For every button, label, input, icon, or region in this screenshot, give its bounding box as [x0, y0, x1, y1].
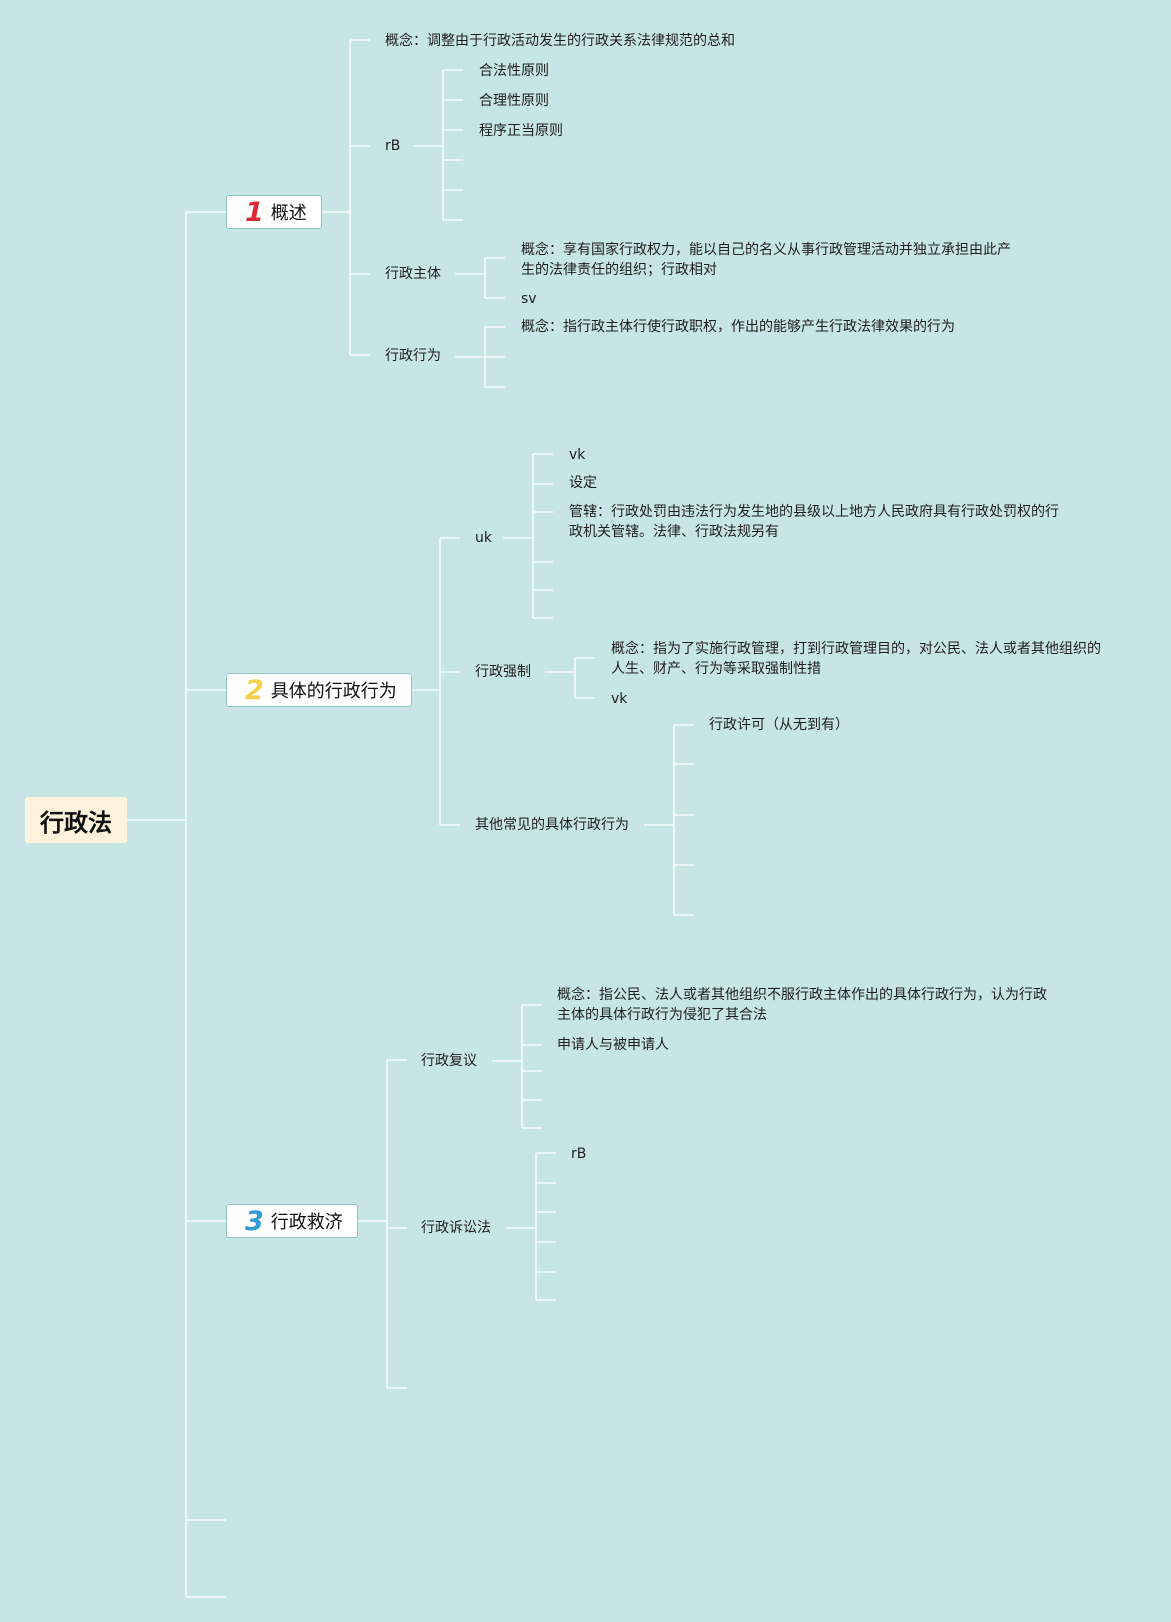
node-principle-due-process[interactable]: 程序正当原则 — [479, 123, 563, 139]
topic-concrete-acts[interactable]: 2 具体的行政行为 — [226, 673, 412, 707]
connector-root — [127, 211, 226, 1598]
node-admin-subject[interactable]: 行政主体 — [385, 266, 441, 282]
node-principle-legality[interactable]: 合法性原则 — [479, 63, 549, 79]
connector-subject — [455, 257, 505, 299]
topic-number-3: 3 — [245, 1205, 264, 1237]
connector-act — [455, 326, 505, 388]
node-review-concept[interactable]: 概念：指公民、法人或者其他组织不服行政主体作出的具体行政行为，认为行政主体的具体… — [557, 987, 1047, 1023]
node-admin-act[interactable]: 行政行为 — [385, 348, 441, 364]
connector-topic2 — [410, 537, 460, 826]
topic-label: 概述 — [270, 203, 307, 224]
connector-penalty — [503, 453, 553, 619]
node-subject-extra[interactable]: sv — [521, 291, 537, 307]
node-penalty-item-1[interactable]: vk — [569, 447, 586, 463]
topic-remedy[interactable]: 3 行政救济 — [226, 1204, 358, 1238]
topic-overview[interactable]: 1 概述 — [226, 195, 322, 229]
connector-topic1 — [320, 39, 370, 356]
node-penalty-setting[interactable]: 设定 — [569, 475, 597, 491]
connector-principles — [413, 69, 463, 221]
root-label: 行政法 — [40, 808, 112, 837]
node-review-parties[interactable]: 申请人与被申请人 — [557, 1037, 669, 1053]
node-other-acts[interactable]: 其他常见的具体行政行为 — [475, 817, 629, 833]
node-penalty[interactable]: uk — [475, 530, 492, 546]
node-litigation-item-1[interactable]: rB — [571, 1146, 587, 1162]
node-coercion-concept[interactable]: 概念：指为了实施行政管理，打到行政管理目的，对公民、法人或者其他组织的人生、财产… — [611, 641, 1101, 677]
node-review[interactable]: 行政复议 — [421, 1053, 477, 1069]
root-node[interactable]: 行政法 — [25, 797, 127, 843]
node-litigation[interactable]: 行政诉讼法 — [421, 1220, 491, 1236]
node-coercion[interactable]: 行政强制 — [475, 664, 531, 680]
connector-coercion — [545, 657, 595, 699]
node-coercion-extra[interactable]: vk — [611, 691, 628, 707]
connector-others — [644, 724, 694, 916]
node-principle-reasonableness[interactable]: 合理性原则 — [479, 93, 549, 109]
topic-label: 行政救济 — [270, 1212, 343, 1233]
node-principles[interactable]: rB — [385, 138, 401, 154]
connector-topic3 — [357, 1059, 407, 1389]
connector-litigation — [506, 1152, 556, 1301]
node-act-concept[interactable]: 概念：指行政主体行使行政职权，作出的能够产生行政法律效果的行为 — [521, 319, 955, 335]
node-penalty-jurisdiction[interactable]: 管辖：行政处罚由违法行为发生地的县级以上地方人民政府具有行政处罚权的行政机关管辖… — [569, 504, 1059, 540]
topic-number-1: 1 — [245, 196, 264, 228]
connector-review — [492, 1004, 542, 1129]
node-overview-concept[interactable]: 概念：调整由于行政活动发生的行政关系法律规范的总和 — [385, 33, 735, 49]
topic-label: 具体的行政行为 — [270, 681, 397, 702]
node-subject-concept[interactable]: 概念：享有国家行政权力，能以自己的名义从事行政管理活动并独立承担由此产生的法律责… — [521, 242, 1011, 278]
topic-number-2: 2 — [245, 674, 264, 706]
node-admin-license[interactable]: 行政许可（从无到有） — [709, 717, 849, 733]
